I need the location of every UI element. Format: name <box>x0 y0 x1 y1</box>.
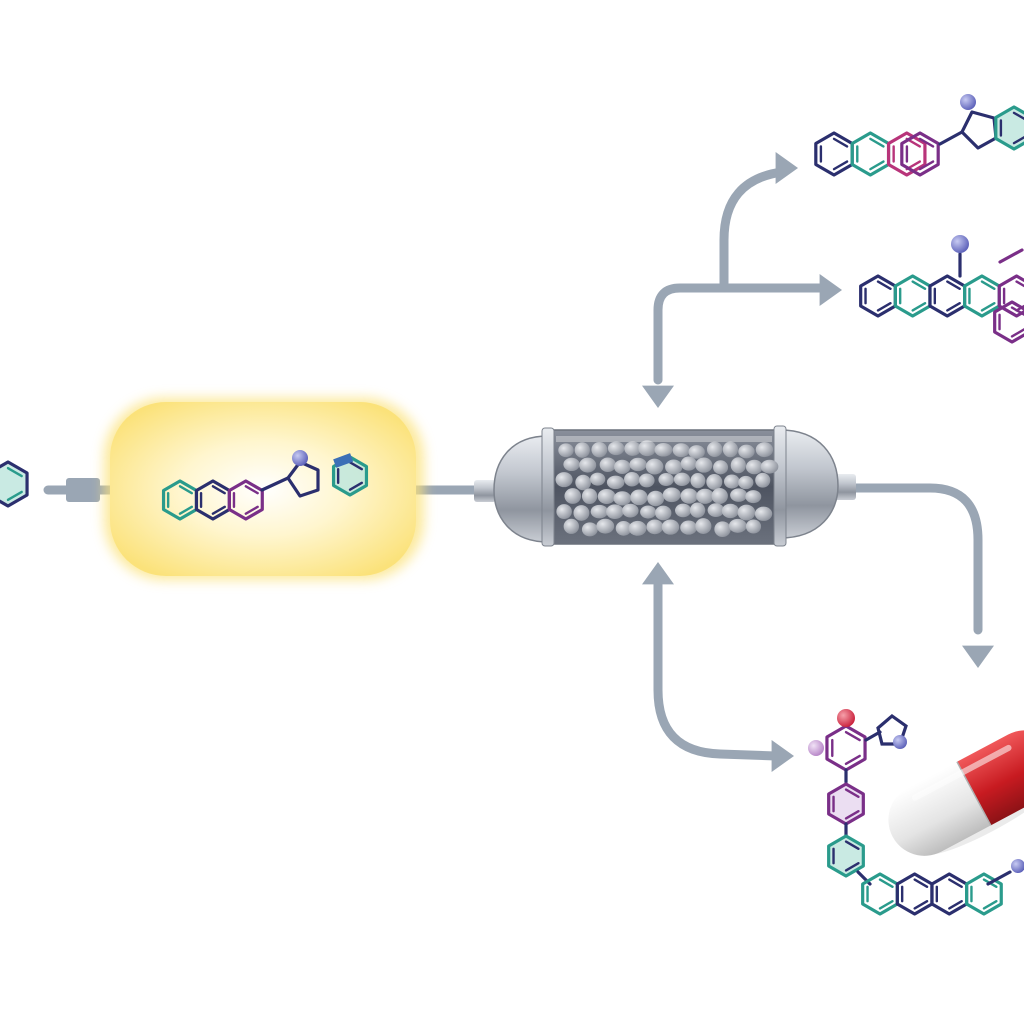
packing-bead <box>614 459 631 475</box>
packing-bead <box>624 471 640 487</box>
packing-bead <box>711 487 728 504</box>
packing-bead <box>591 441 608 458</box>
packing-bead <box>706 474 723 490</box>
packing-bead <box>640 505 657 519</box>
packing-bead <box>665 459 683 475</box>
packing-bead <box>607 441 625 456</box>
packing-bead <box>707 503 725 518</box>
packing-bead <box>730 457 746 474</box>
packing-bead <box>760 459 779 474</box>
packing-bead <box>647 490 665 507</box>
packing-bead <box>575 474 591 491</box>
packing-bead <box>590 472 606 486</box>
packing-bead <box>628 520 647 536</box>
packing-bead <box>564 488 582 504</box>
packing-bead <box>658 473 674 487</box>
packing-bead <box>689 502 706 518</box>
packing-bead <box>630 489 648 506</box>
packing-bead <box>646 519 664 535</box>
packing-bead <box>688 445 705 459</box>
highlighted-molecule-icon <box>161 450 369 521</box>
packing-bead <box>674 503 692 518</box>
bottom-arrowhead <box>771 740 794 772</box>
packing-bead <box>745 490 762 504</box>
packing-bead <box>672 443 690 458</box>
packing-bead <box>673 472 691 487</box>
middle-arrowhead <box>819 274 842 306</box>
packing-bead <box>563 518 580 534</box>
packing-bead <box>695 518 712 534</box>
packing-bead <box>713 460 729 475</box>
packing-bead <box>706 441 723 457</box>
column-to-middle-arrow <box>653 283 825 385</box>
packing-bead <box>556 504 572 520</box>
connector-arrows <box>43 152 994 772</box>
fused-aromatic-molecule-icon <box>0 460 29 508</box>
packing-bead <box>581 488 598 505</box>
packing-bead <box>638 473 655 488</box>
drug-candidate-molecule-icon <box>808 709 1024 916</box>
packing-bead <box>695 457 713 473</box>
packing-bead <box>730 488 748 502</box>
packing-bead <box>737 504 756 521</box>
outlet-down-arrow <box>851 483 983 635</box>
flow-valve-icon <box>66 478 100 502</box>
packing-bead <box>714 521 731 537</box>
packing-bead <box>558 443 574 458</box>
packing-bead <box>615 520 632 536</box>
packing-bead <box>599 457 616 473</box>
packing-bead <box>574 442 590 458</box>
packing-bead <box>655 505 672 521</box>
packing-bead <box>680 488 698 504</box>
packing-bead <box>606 504 624 520</box>
packing-bead <box>662 487 681 503</box>
packing-bead <box>581 522 598 537</box>
packing-bead <box>596 518 615 534</box>
packing-bead <box>661 519 680 535</box>
fused-ring-product-icon <box>814 94 1024 177</box>
packing-bead <box>597 488 616 505</box>
packing-bead <box>722 441 739 458</box>
packing-bead <box>745 519 762 534</box>
packed-bed-reactor-icon <box>474 425 856 547</box>
packing-bead <box>755 472 771 488</box>
packing-bead <box>680 520 698 535</box>
packing-bead <box>645 458 664 475</box>
outlet-arrowhead <box>962 645 994 668</box>
packing-bead <box>738 475 754 490</box>
polycyclic-product-icon <box>859 235 1024 344</box>
packing-bead <box>613 491 632 506</box>
packing-bead <box>573 505 590 521</box>
packing-bead <box>680 456 697 471</box>
packing-bead <box>690 473 706 489</box>
packing-bead <box>755 442 774 458</box>
packing-bead <box>624 441 642 456</box>
packing-bead <box>606 475 625 490</box>
column-to-bottom-arrow <box>653 575 781 761</box>
column-to-top-arrow <box>719 167 787 293</box>
capsule-pill-icon <box>888 730 1024 856</box>
packing-bead <box>555 472 573 488</box>
packing-bead <box>754 506 773 521</box>
packing-bead <box>721 503 739 519</box>
packing-bead <box>728 518 747 533</box>
top-arrowhead <box>775 152 798 184</box>
up-into-column-arrowhead <box>642 562 674 585</box>
packing-bead <box>563 457 580 472</box>
packing-bead <box>590 504 609 519</box>
packing-bead <box>638 440 657 457</box>
packing-bead <box>696 488 714 504</box>
packing-bead <box>738 444 755 459</box>
packing-bead <box>745 459 763 475</box>
packing-bead <box>629 457 647 472</box>
into-column-arrowhead <box>642 385 674 408</box>
packing-bead <box>579 457 597 473</box>
packing-bead <box>654 442 673 457</box>
packing-bead <box>622 503 639 518</box>
packing-bead <box>723 474 740 489</box>
